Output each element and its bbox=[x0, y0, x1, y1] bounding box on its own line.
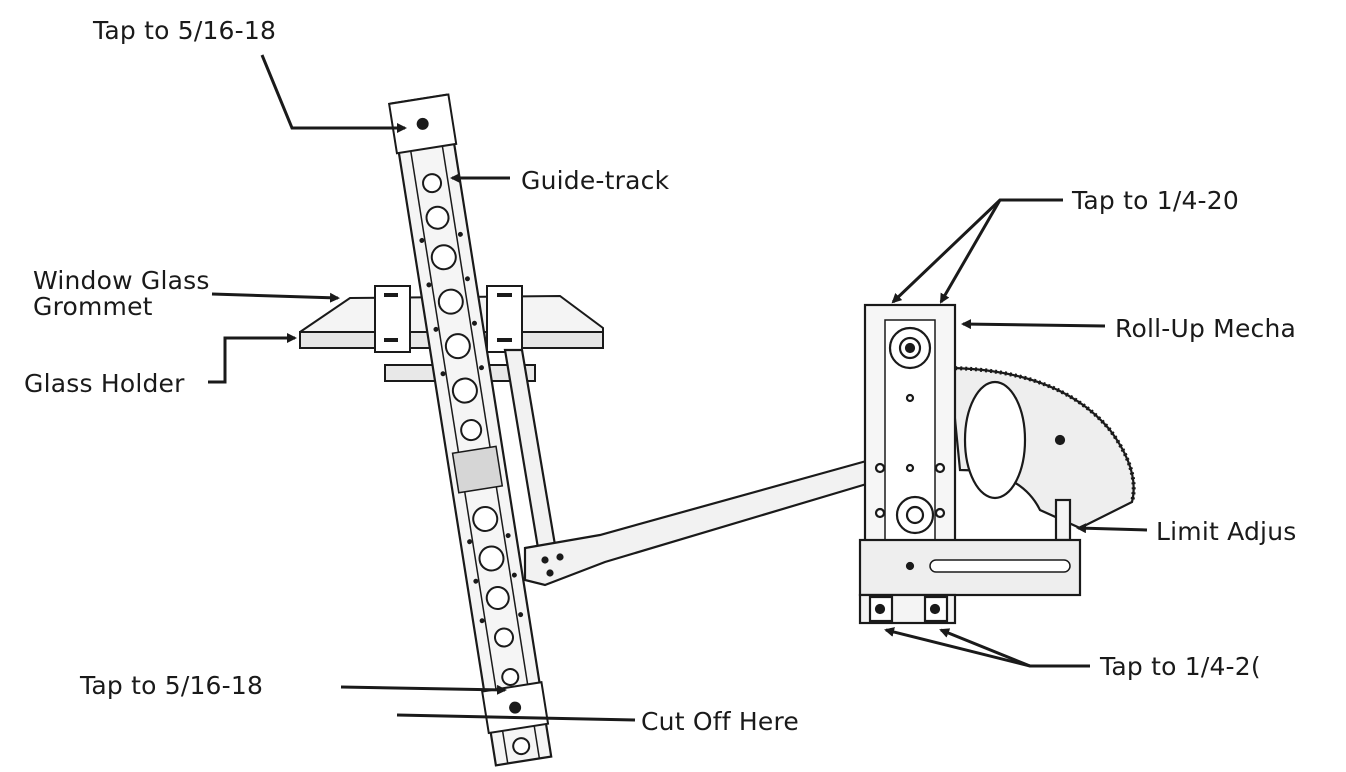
label-window-glass-line1: Window Glass bbox=[33, 266, 210, 295]
label-guide-track: Guide-track bbox=[521, 166, 670, 195]
label-tap-lower-right: Tap to 1/4-2( bbox=[1100, 652, 1261, 681]
label-tap-top: Tap to 5/16-18 bbox=[93, 16, 277, 45]
label-roll-up-mechanism: Roll-Up Mecha bbox=[1115, 314, 1297, 343]
label-cut-off-here: Cut Off Here bbox=[641, 707, 799, 736]
roll-up-mechanism bbox=[858, 303, 1136, 625]
guide-track bbox=[387, 93, 553, 767]
lift-arm bbox=[503, 348, 882, 587]
label-tap-bottom: Tap to 5/16-18 bbox=[80, 671, 264, 700]
label-limit-adjust: Limit Adjus bbox=[1156, 517, 1297, 546]
label-window-glass-line2: Grommet bbox=[33, 292, 153, 322]
label-glass-holder: Glass Holder bbox=[24, 369, 185, 398]
label-window-glass-grommet: Window Glass Grommet bbox=[33, 266, 210, 322]
callout-lines bbox=[208, 54, 1148, 722]
label-tap-upper-right: Tap to 1/4-20 bbox=[1072, 186, 1239, 215]
